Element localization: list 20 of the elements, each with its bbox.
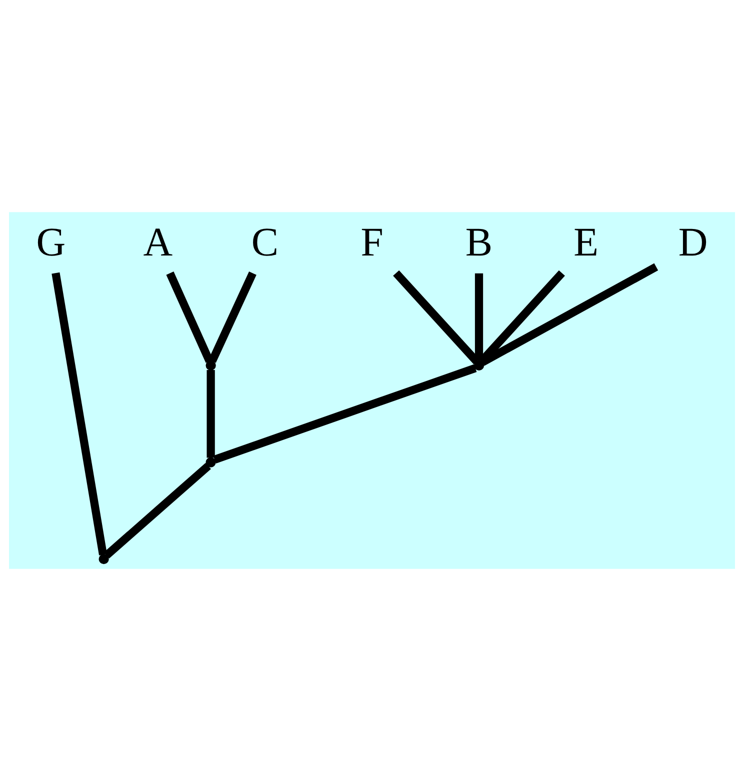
- connector: [51, 272, 107, 555]
- node-point: [98, 554, 108, 564]
- node-text: F: [360, 218, 383, 264]
- connector: [206, 370, 214, 458]
- node-point: [473, 360, 484, 370]
- connector: [392, 270, 480, 364]
- node-text: E: [573, 218, 598, 264]
- connector: [212, 364, 476, 463]
- node-text: G: [36, 218, 66, 264]
- node-text: D: [678, 218, 708, 264]
- connector: [474, 272, 483, 360]
- node-text: C: [250, 218, 278, 264]
- connector: [208, 270, 256, 362]
- connector: [103, 462, 210, 558]
- node-text: B: [464, 218, 492, 264]
- connector: [478, 270, 564, 364]
- node-point: [205, 456, 216, 467]
- node-text: A: [142, 218, 172, 264]
- node-point: [205, 360, 216, 370]
- connector: [166, 271, 213, 362]
